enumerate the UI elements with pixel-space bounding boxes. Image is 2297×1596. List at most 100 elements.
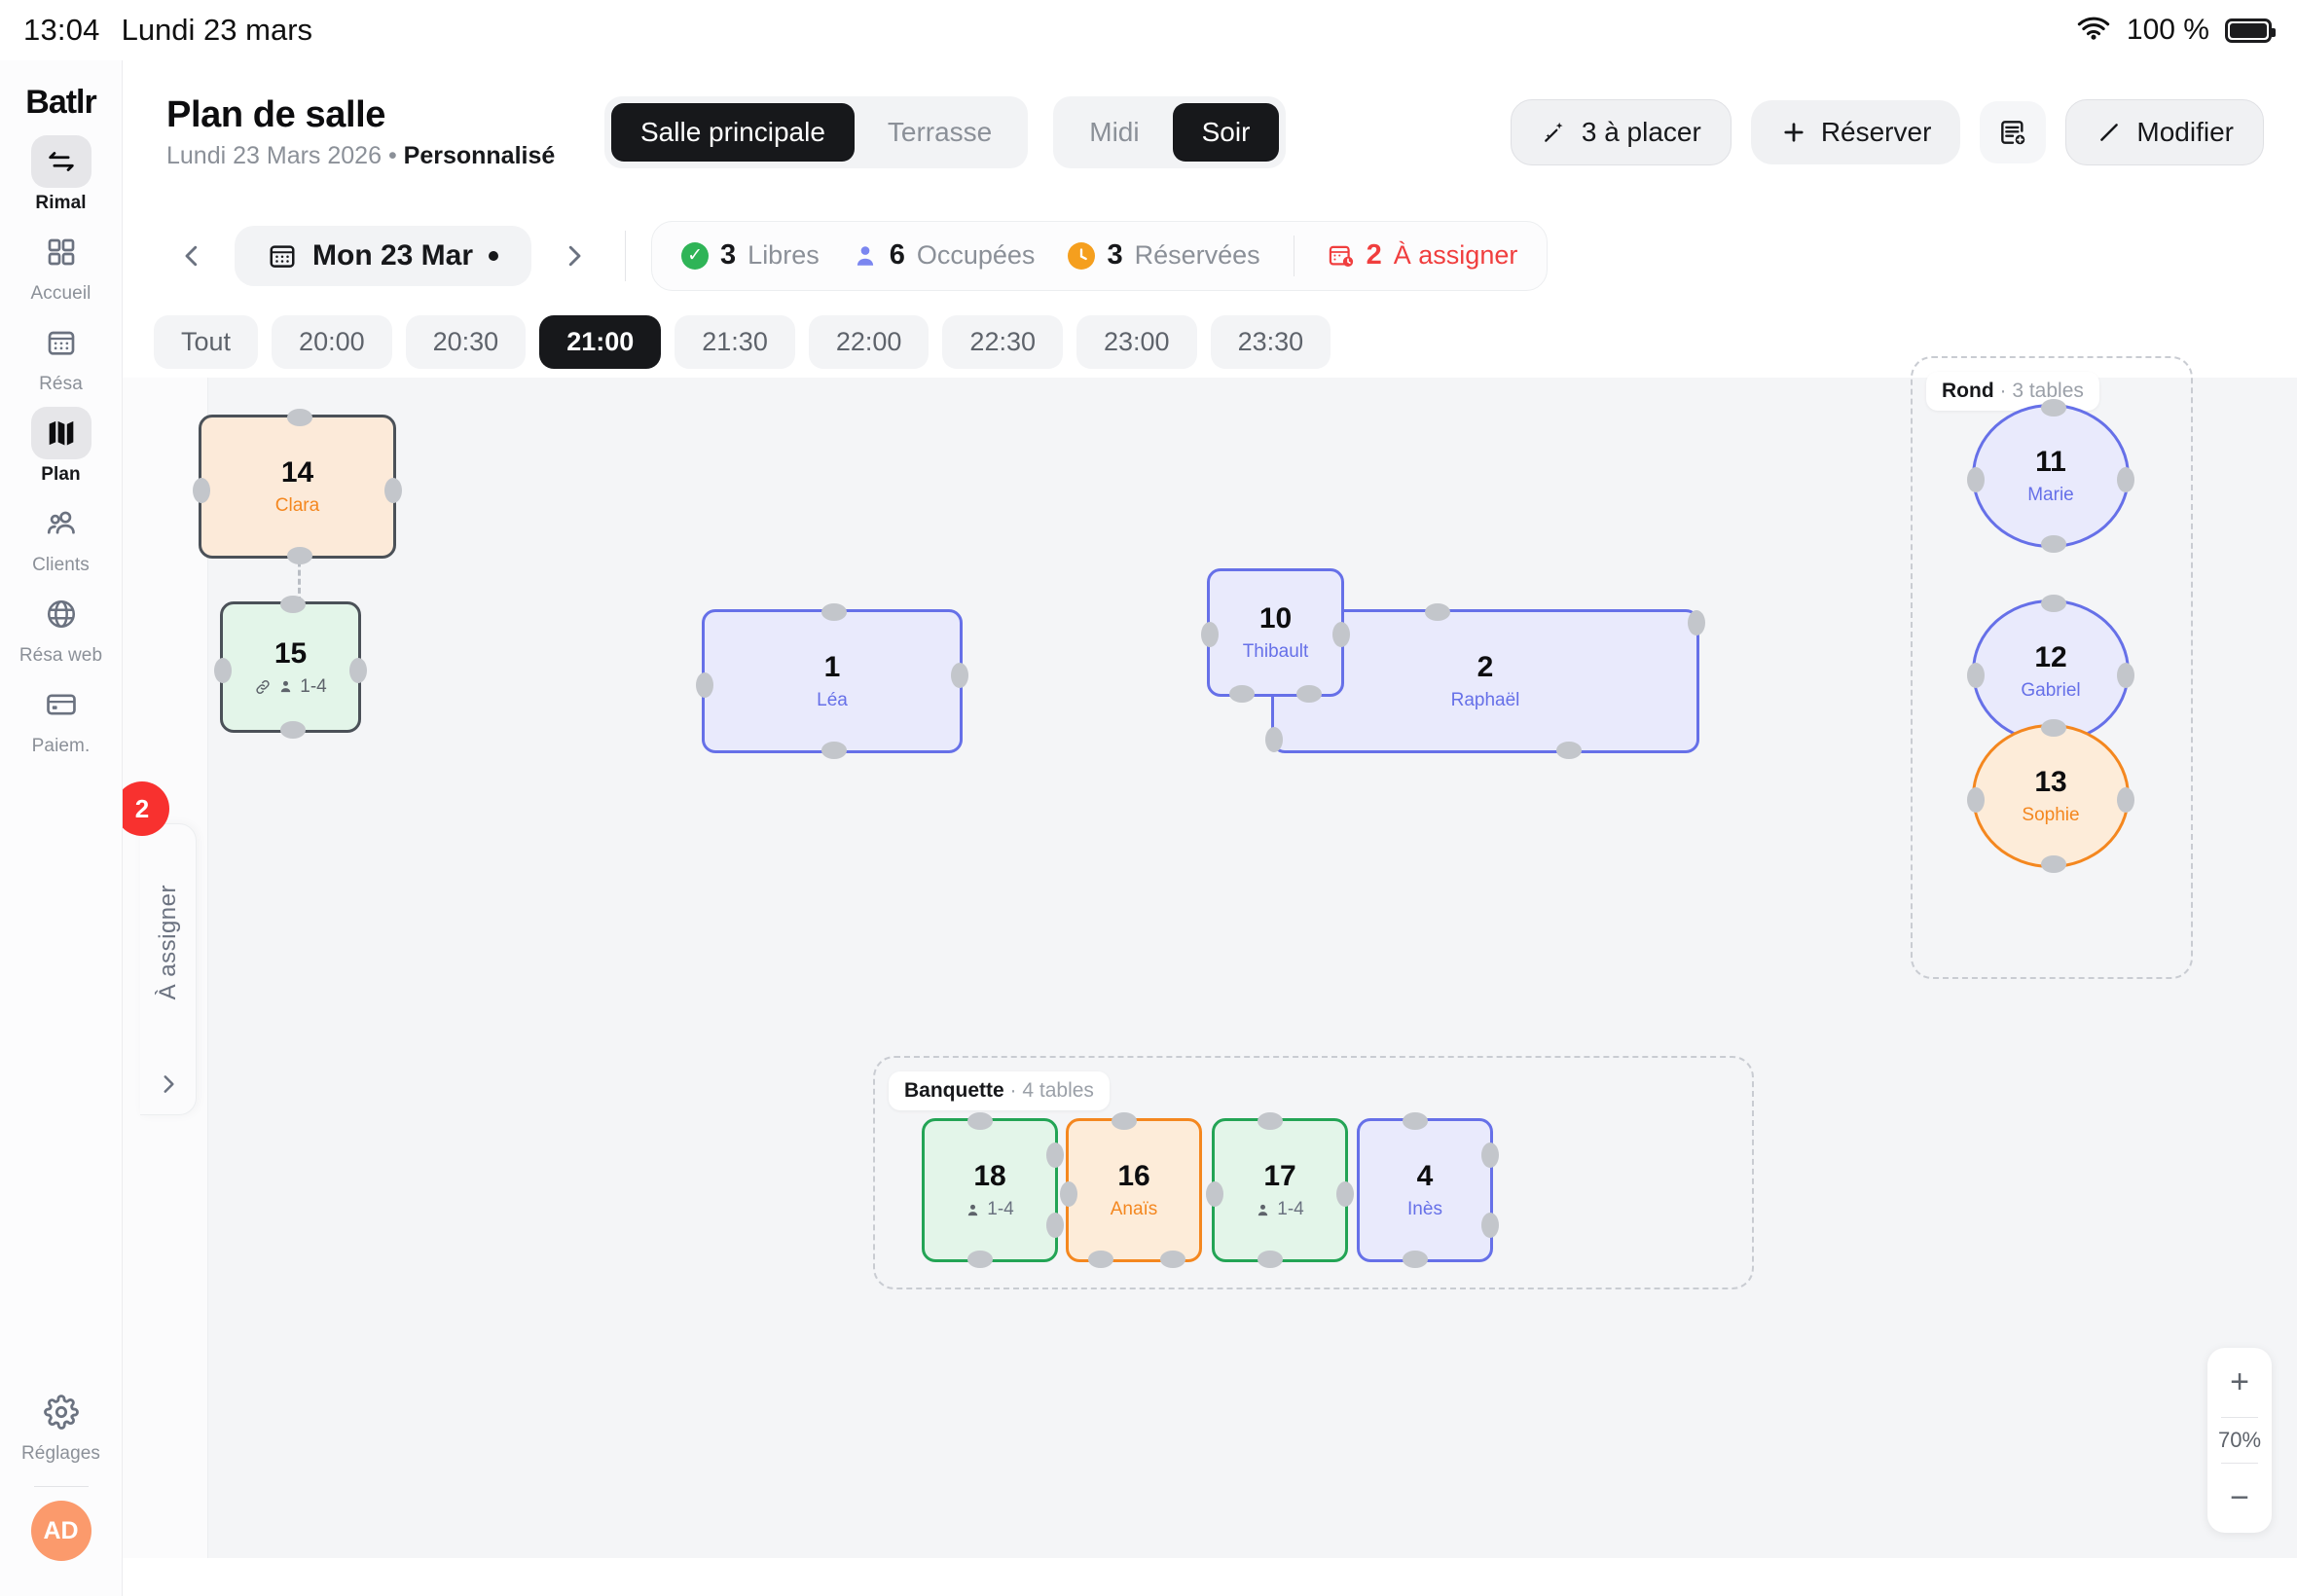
subtitle-separator: • (387, 142, 397, 169)
table-17[interactable]: 17 1-4 (1206, 1112, 1354, 1268)
time-chip-2130[interactable]: 21:30 (675, 315, 795, 369)
table-10[interactable]: 10 Thibault (1201, 568, 1350, 703)
time-chip-2230[interactable]: 22:30 (942, 315, 1063, 369)
floor-plan-canvas[interactable]: 14 Clara 15 1-4 1 Léa 2 (193, 356, 2297, 1558)
tab-midi[interactable]: Midi (1060, 103, 1168, 162)
zoom-level: 70% (2217, 1428, 2262, 1452)
chair-dot (2041, 855, 2066, 873)
table-17-meta: 1-4 (1256, 1199, 1304, 1220)
table-15[interactable]: 15 1-4 (214, 596, 367, 739)
table-status-summary: ✓ 3 Libres 6 Occupées 3 Réservées 2 À as… (651, 220, 1549, 291)
stat-occupees[interactable]: 6 Occupées (853, 239, 1035, 272)
chair-dot (1481, 1213, 1499, 1238)
title-block: Plan de salle Lundi 23 Mars 2026 • Perso… (166, 94, 585, 170)
time-chip-2300[interactable]: 23:00 (1076, 315, 1197, 369)
group-rond[interactable]: Rond · 3 tables (1911, 356, 2193, 979)
avatar[interactable]: AD (30, 1501, 91, 1561)
header-segments: Salle principale Terrasse Midi Soir (604, 96, 1287, 168)
battery-percent: 100 % (2126, 14, 2209, 46)
table-11-guest: Marie (2027, 485, 2074, 505)
sidebar-item-resa-web[interactable]: Résa web (0, 582, 122, 672)
chair-dot (967, 1112, 993, 1130)
auto-place-button[interactable]: 3 à placer (1510, 99, 1732, 165)
table-14[interactable]: 14 Clara (193, 409, 402, 564)
group-rond-name: Rond (1942, 380, 1994, 402)
table-15-capacity: 1-4 (300, 675, 327, 697)
stat-occupees-count: 6 (889, 239, 905, 271)
time-chip-2200[interactable]: 22:00 (808, 315, 930, 369)
group-banquette[interactable]: Banquette · 4 tables (873, 1056, 1754, 1289)
table-16-number: 16 (1117, 1160, 1150, 1192)
chair-dot (2117, 467, 2134, 492)
table-4-number: 4 (1416, 1160, 1434, 1192)
time-chip-2100[interactable]: 21:00 (539, 315, 662, 369)
reserve-button[interactable]: Réserver (1750, 100, 1961, 164)
date-label: Mon 23 Mar (312, 238, 474, 272)
stat-reservees[interactable]: 3 Réservées (1068, 239, 1260, 272)
table-11[interactable]: 11 Marie (1967, 399, 2134, 553)
table-12-number: 12 (2034, 641, 2067, 673)
group-banquette-count: · 4 tables (1009, 1079, 1094, 1102)
clock-time: 13:04 (23, 13, 100, 47)
tab-salle-principale[interactable]: Salle principale (611, 103, 855, 162)
assign-drawer-tab[interactable]: 2 À assigner (115, 781, 197, 1115)
grid-squares-icon (31, 226, 91, 278)
sidebar-item-rimal[interactable]: Rimal (0, 129, 122, 220)
chair-dot (1112, 1112, 1137, 1130)
chair-dot (1967, 787, 1985, 813)
subtitle-date: Lundi 23 Mars 2026 (166, 142, 382, 169)
tab-terrasse[interactable]: Terrasse (858, 103, 1021, 162)
prev-day-button[interactable] (166, 231, 217, 281)
time-chip-2000[interactable]: 20:00 (272, 315, 392, 369)
stat-a-assigner[interactable]: 2 À assigner (1328, 239, 1518, 272)
subtitle-mode: Personnalisé (403, 142, 556, 169)
stat-reservees-label: Réservées (1134, 240, 1260, 270)
stat-libres-count: 3 (720, 239, 737, 271)
table-4[interactable]: 4 Inès (1357, 1112, 1499, 1268)
stat-libres[interactable]: ✓ 3 Libres (681, 239, 820, 272)
sidebar-label-reglages: Réglages (20, 1443, 101, 1464)
sidebar-item-resa[interactable]: Résa (0, 310, 122, 401)
chair-dot (2117, 787, 2134, 813)
table-2-guest: Raphaël (1450, 690, 1520, 710)
sidebar-item-plan[interactable]: Plan (0, 401, 122, 491)
edit-button[interactable]: Modifier (2065, 99, 2264, 165)
chair-dot (1206, 1181, 1223, 1207)
sidebar-label-accueil: Accueil (30, 283, 91, 304)
chair-dot (1229, 685, 1255, 703)
table-18-number: 18 (973, 1160, 1006, 1192)
zoom-out-button[interactable]: − (2207, 1464, 2272, 1533)
stat-a-assigner-label: À assigner (1393, 240, 1518, 270)
table-18[interactable]: 18 1-4 (922, 1112, 1064, 1268)
time-chip-2330[interactable]: 23:30 (1210, 315, 1331, 369)
stat-libres-label: Libres (747, 240, 820, 270)
chair-dot (696, 672, 713, 698)
group-rond-badge: Rond · 3 tables (1926, 372, 2099, 411)
add-note-button[interactable] (1980, 101, 2047, 163)
chair-dot (2041, 595, 2066, 612)
chair-dot (1688, 610, 1705, 635)
chair-dot (2041, 719, 2066, 737)
sidebar-label-rimal: Rimal (35, 193, 87, 213)
sidebar-item-accueil[interactable]: Accueil (0, 220, 122, 310)
next-day-button[interactable] (549, 231, 600, 281)
sidebar-item-reglages[interactable]: Réglages (0, 1380, 122, 1470)
date-navigation-bar: Mon 23 Mar ✓ 3 Libres 6 Occupées 3 Réser… (123, 204, 2297, 307)
zoom-in-button[interactable]: + (2207, 1348, 2272, 1417)
time-chip-2030[interactable]: 20:30 (405, 315, 527, 369)
sidebar-item-clients[interactable]: Clients (0, 491, 122, 582)
table-1[interactable]: 1 Léa (696, 603, 968, 759)
chair-dot (1967, 663, 1985, 688)
chair-dot (280, 596, 306, 613)
chair-dot (1060, 1181, 1077, 1207)
chair-dot (821, 742, 847, 759)
table-13-number: 13 (2034, 766, 2067, 798)
time-chip-tout[interactable]: Tout (154, 315, 259, 369)
plus-icon (1780, 119, 1807, 146)
date-picker-chip[interactable]: Mon 23 Mar (235, 225, 532, 286)
sidebar-item-paiements[interactable]: Paiem. (0, 672, 122, 763)
person-icon (278, 679, 293, 694)
table-13[interactable]: 13 Sophie (1967, 719, 2134, 873)
tab-soir[interactable]: Soir (1172, 103, 1280, 162)
table-16[interactable]: 16 Anaïs (1060, 1112, 1202, 1268)
